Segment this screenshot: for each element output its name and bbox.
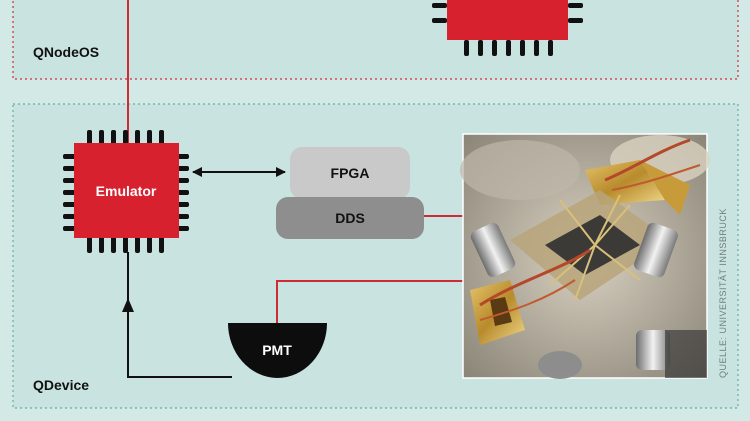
qnodeos-region xyxy=(12,0,739,80)
emulator-chip: Emulator xyxy=(63,130,189,253)
fpga-label: FPGA xyxy=(331,165,370,181)
arrow-head-icon xyxy=(122,298,134,312)
qnodeos-region-label: QNodeOS xyxy=(33,44,100,60)
dds-label: DDS xyxy=(335,210,365,226)
pmt-label: PMT xyxy=(262,342,292,358)
wire-pmt-to-trap xyxy=(276,280,466,325)
top-chip-icon xyxy=(432,0,583,56)
emulator-label: Emulator xyxy=(96,183,157,199)
ion-trap-photo xyxy=(460,133,710,379)
pmt-feedback-path xyxy=(127,298,232,378)
pmt-detector: PMT xyxy=(228,323,327,378)
fpga-box: FPGA xyxy=(290,147,410,199)
qdevice-region-label: QDevice xyxy=(33,377,90,393)
photo-credit: QUELLE: UNIVERSITÄT INNSBRUCK xyxy=(718,208,728,378)
dds-box: DDS xyxy=(276,197,424,239)
